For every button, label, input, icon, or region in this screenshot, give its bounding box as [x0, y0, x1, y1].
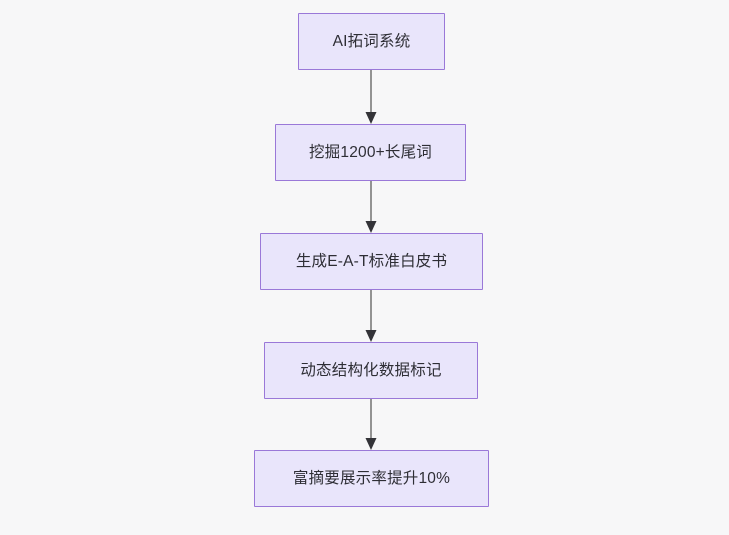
flow-node-3-label: 生成E-A-T标准白皮书 — [295, 252, 448, 270]
flow-node-5-label: 富摘要展示率提升10% — [292, 469, 451, 487]
flow-node-2-label: 挖掘1200+长尾词 — [308, 143, 433, 161]
flow-node-1[interactable]: AI拓词系统 — [298, 13, 445, 70]
flow-node-4[interactable]: 动态结构化数据标记 — [264, 342, 478, 399]
edge-n1-n2 — [365, 70, 377, 124]
flow-node-5[interactable]: 富摘要展示率提升10% — [254, 450, 489, 507]
flow-node-1-label: AI拓词系统 — [332, 32, 411, 50]
flow-node-3[interactable]: 生成E-A-T标准白皮书 — [260, 233, 483, 290]
flow-node-4-label: 动态结构化数据标记 — [300, 361, 442, 379]
edge-n3-n4 — [365, 290, 377, 342]
edge-n2-n3 — [365, 181, 377, 233]
edge-n4-n5 — [365, 399, 377, 450]
flow-node-2[interactable]: 挖掘1200+长尾词 — [275, 124, 466, 181]
